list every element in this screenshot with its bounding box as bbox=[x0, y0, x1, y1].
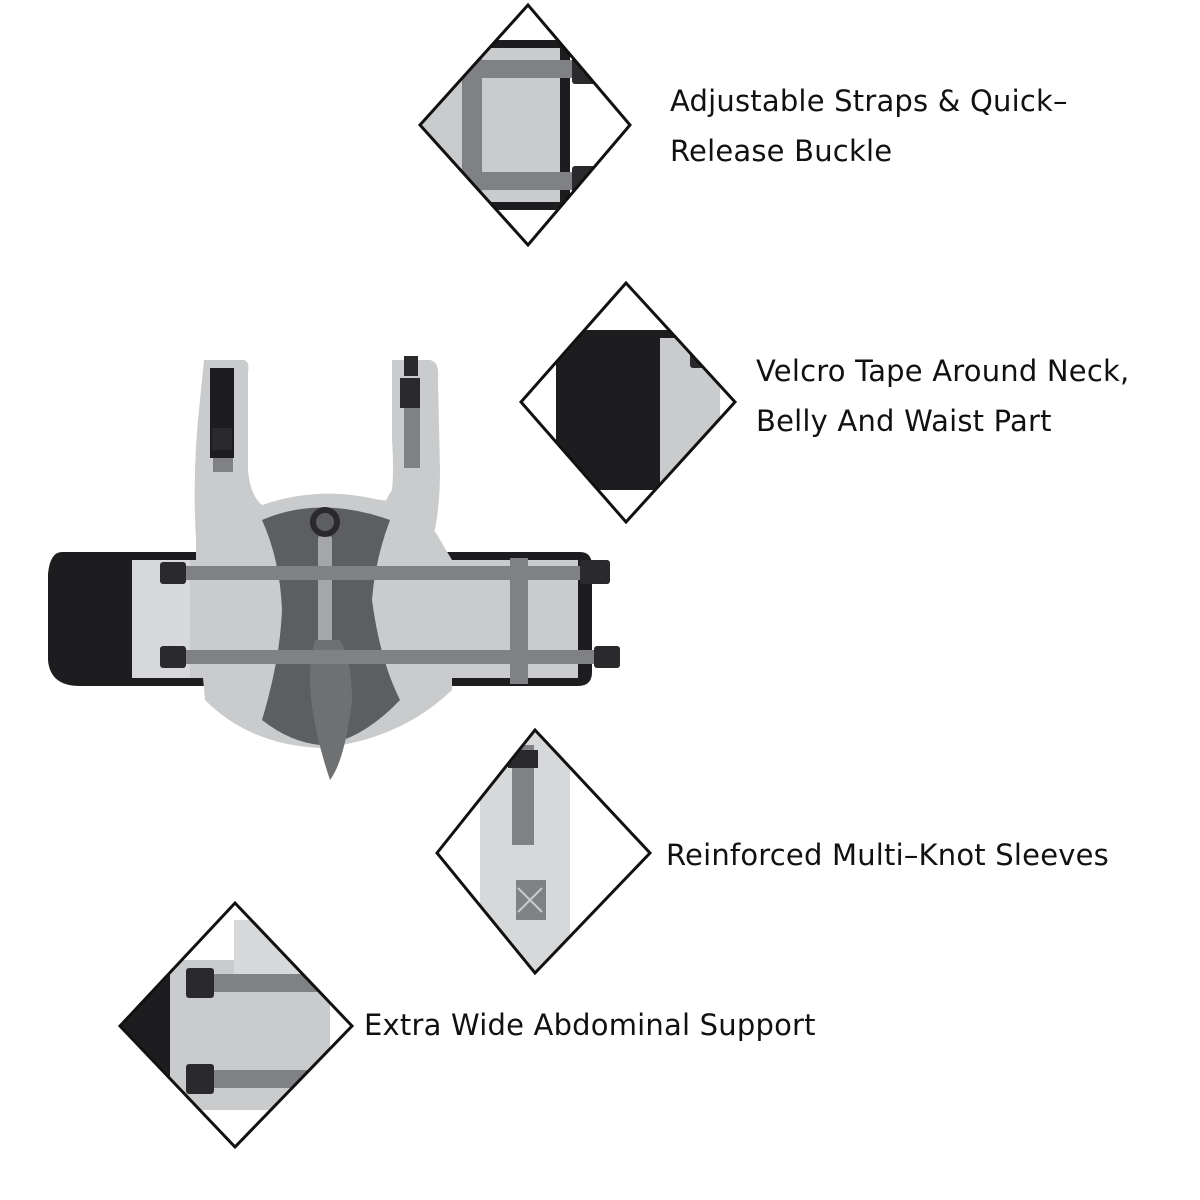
hexagon-frame-4 bbox=[117, 900, 355, 1150]
caption-line: Velcro Tape Around Neck, bbox=[756, 354, 1130, 388]
hexagon-frame-2 bbox=[519, 280, 738, 525]
hexagon-frame-3 bbox=[435, 727, 653, 976]
feature-detail-sleeves bbox=[435, 727, 653, 976]
caption-line: Release Buckle bbox=[670, 134, 893, 168]
caption-line: Extra Wide Abdominal Support bbox=[364, 1008, 816, 1042]
feature-caption-sleeves: Reinforced Multi–Knot Sleeves bbox=[666, 830, 1109, 880]
shark-fin bbox=[310, 640, 352, 780]
hexagon-frame-1 bbox=[417, 2, 632, 248]
caption-line: Belly And Waist Part bbox=[756, 404, 1052, 438]
feature-detail-velcro bbox=[519, 280, 738, 525]
lower-belly-strap bbox=[170, 650, 600, 664]
rescue-handle bbox=[318, 535, 332, 645]
feature-caption-velcro: Velcro Tape Around Neck, Belly And Waist… bbox=[756, 346, 1129, 446]
feature-detail-support bbox=[117, 900, 355, 1150]
upper-belly-strap bbox=[170, 566, 580, 580]
caption-line: Reinforced Multi–Knot Sleeves bbox=[666, 838, 1109, 872]
life-vest-image bbox=[48, 356, 620, 780]
feature-caption-straps: Adjustable Straps & Quick– Release Buckl… bbox=[670, 76, 1068, 176]
caption-line: Adjustable Straps & Quick– bbox=[670, 84, 1068, 118]
feature-detail-straps bbox=[417, 2, 632, 248]
feature-caption-support: Extra Wide Abdominal Support bbox=[364, 1000, 816, 1050]
